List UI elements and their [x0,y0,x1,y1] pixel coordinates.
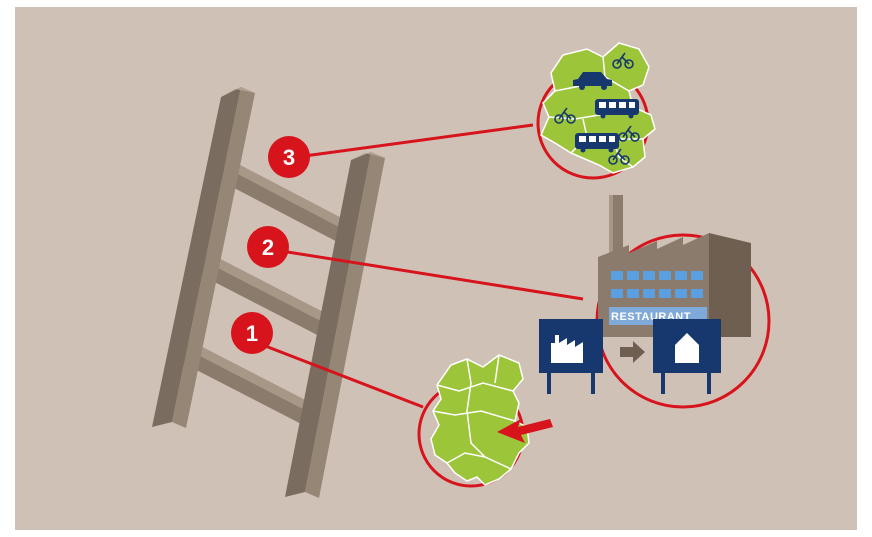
diagram-svg: 3 2 1 [15,7,857,530]
step-number-2: 2 [262,235,274,260]
step-badge-3: 3 [268,136,310,178]
illustration-canvas: 3 2 1 [15,7,857,530]
step-number-3: 3 [283,145,295,170]
step-badge-1: 1 [231,312,273,354]
step-badge-2: 2 [247,226,289,268]
step-number-1: 1 [246,321,258,346]
